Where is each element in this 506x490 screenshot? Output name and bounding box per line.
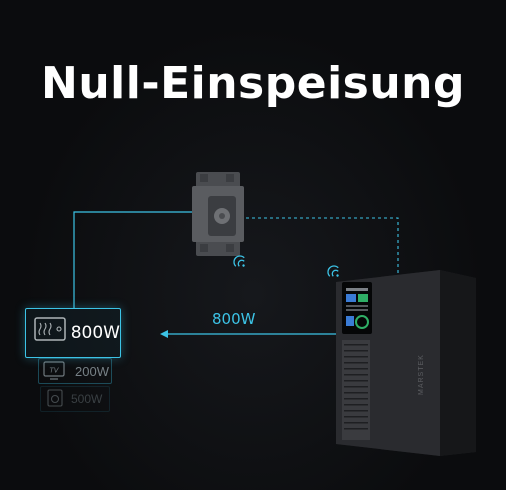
appliance-microwave-card: 800W bbox=[25, 308, 121, 358]
appliance-power-value: 500W bbox=[71, 392, 103, 406]
tv-icon-slot bbox=[45, 363, 67, 379]
svg-text:TV: TV bbox=[49, 367, 59, 375]
flow-power-label: 800W bbox=[212, 310, 256, 328]
washing-machine-icon bbox=[47, 389, 63, 407]
meter-wire bbox=[73, 211, 196, 308]
battery-unit bbox=[336, 270, 476, 456]
microwave-icon-slot bbox=[34, 321, 63, 345]
washing-machine-icon-slot bbox=[47, 391, 63, 407]
microwave-icon bbox=[34, 317, 66, 341]
wifi-icon bbox=[327, 265, 339, 277]
appliance-washer-card: 500W bbox=[40, 386, 110, 412]
device-brand-label: MARSTEK bbox=[418, 354, 425, 395]
tv-icon: TV bbox=[43, 361, 65, 380]
appliance-power-value: 200W bbox=[75, 363, 109, 379]
arrow-head bbox=[160, 330, 168, 338]
appliance-power-value: 800W bbox=[70, 323, 120, 343]
headline: Null-Einspeisung bbox=[41, 58, 465, 109]
appliance-tv-card: 200W bbox=[38, 358, 112, 384]
wifi-icon bbox=[233, 255, 245, 267]
smart-meter-device bbox=[192, 172, 244, 256]
wireless-link bbox=[240, 217, 399, 278]
